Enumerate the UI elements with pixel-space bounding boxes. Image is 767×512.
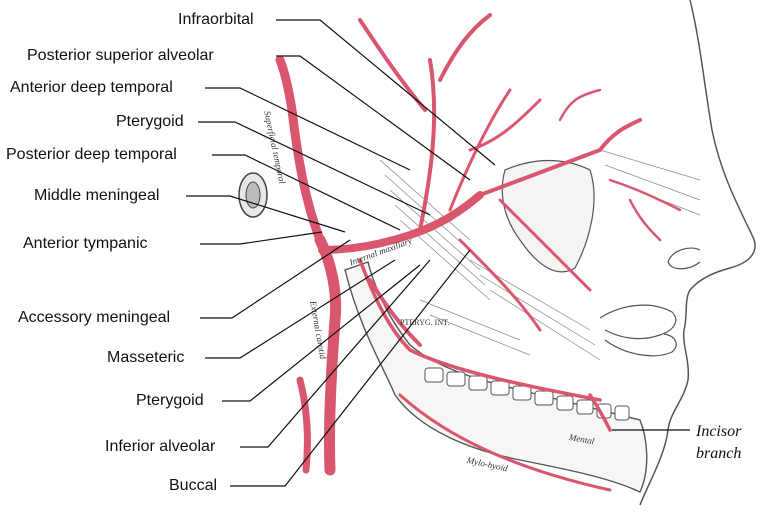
engraved-pteryg-int: PTERYG. INT. [400, 318, 450, 327]
leader-accessory-meningeal [200, 239, 351, 319]
leader-posterior-superior-alveolar [276, 55, 471, 181]
label-accessory-meningeal: Accessory meningeal [18, 309, 171, 326]
ear-inner [245, 181, 261, 209]
infraorbital-artery [478, 118, 642, 197]
superficial-temporal-artery [275, 55, 325, 245]
external-carotid-branch [296, 376, 311, 474]
label-posterior-deep-temporal: Posterior deep temporal [6, 146, 177, 163]
label-anterior-deep-temporal: Anterior deep temporal [10, 79, 173, 96]
internal-maxillary-artery [318, 191, 484, 254]
label-infraorbital: Infraorbital [178, 11, 254, 28]
nostril [667, 247, 701, 270]
label-middle-meningeal: Middle meningeal [34, 187, 160, 204]
lips [599, 304, 677, 357]
mylo-hyoid-artery [398, 393, 612, 492]
leader-posterior-deep-temporal [212, 154, 401, 231]
label-masseteric: Masseteric [107, 349, 185, 366]
leader-masseteric [205, 259, 396, 359]
label-pterygoid-lower: Pterygoid [136, 392, 204, 409]
leader-anterior-tympanic [200, 231, 323, 245]
masseteric-artery [368, 278, 422, 347]
leader-buccal [230, 249, 471, 487]
face-twigs [558, 88, 682, 242]
label-incisor-line2: branch [696, 445, 742, 462]
label-buccal: Buccal [169, 477, 218, 494]
leader-anterior-deep-temporal [205, 87, 411, 171]
face-profile [639, 0, 756, 506]
deep-temporal-artery-2 [448, 88, 542, 212]
label-posterior-superior-alveolar: Posterior superior alveolar [27, 47, 214, 64]
leader-middle-meningeal [186, 195, 346, 233]
leader-lines [186, 19, 690, 487]
external-carotid-artery [314, 234, 342, 476]
leader-inferior-alveolar [240, 259, 431, 448]
mental-artery [588, 393, 612, 432]
leader-pterygoid-upper [198, 121, 431, 216]
buccal-artery [458, 198, 592, 332]
label-anterior-tympanic: Anterior tympanic [23, 235, 148, 252]
leader-pterygoid-lower [222, 264, 421, 402]
label-inferior-alveolar: Inferior alveolar [105, 438, 216, 455]
leader-infraorbital [276, 19, 496, 166]
label-pterygoid-upper: Pterygoid [116, 113, 184, 130]
label-incisor-line1: Incisor [696, 423, 742, 440]
